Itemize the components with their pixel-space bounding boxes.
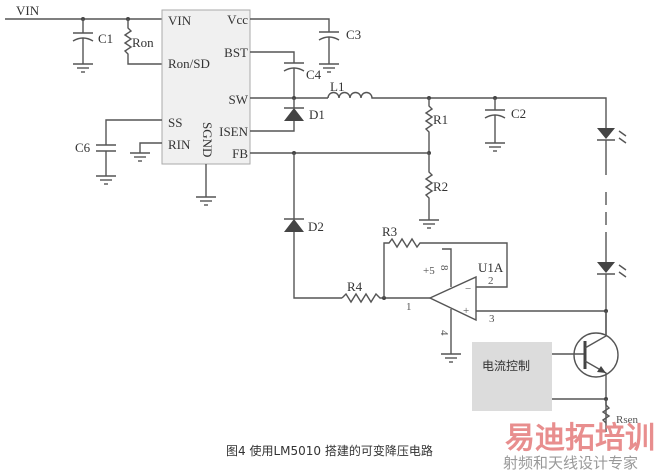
- c1-label: C1: [98, 31, 113, 46]
- led-top: [597, 128, 627, 175]
- r2-label: R2: [433, 179, 448, 194]
- capacitor-c3: [250, 18, 340, 73]
- capacitor-c6: [96, 119, 162, 185]
- ron-label: Ron: [132, 35, 154, 50]
- pin-fb: FB: [232, 146, 248, 161]
- opamp-pin-4: 4: [438, 330, 450, 336]
- opamp-pin-1: 1: [406, 301, 412, 313]
- pin-ss: SS: [168, 115, 182, 130]
- pin-sw: SW: [229, 92, 249, 107]
- pin-vcc: Vcc: [227, 12, 248, 27]
- rin-ground-icon: [130, 142, 162, 162]
- resistor-r4: [341, 292, 430, 304]
- opamp-pin-8: 8: [438, 265, 450, 271]
- pin-bst: BST: [224, 45, 248, 60]
- capacitor-c1: [72, 19, 94, 73]
- sgnd-ground-icon: [196, 164, 216, 206]
- d1-label: D1: [309, 107, 325, 122]
- r1-label: R1: [433, 112, 448, 127]
- u1a-label: U1A: [478, 260, 504, 275]
- lm5010-ic: [161, 9, 251, 165]
- resistor-r2: [419, 153, 439, 229]
- capacitor-c4: [250, 51, 305, 98]
- resistor-rsen: [601, 399, 611, 424]
- led-bottom: [597, 262, 627, 336]
- c2-label: C2: [511, 106, 526, 121]
- resistor-r3: [383, 237, 508, 298]
- pin-rin: RIN: [168, 137, 191, 152]
- c4-label: C4: [306, 67, 322, 82]
- plus5-label: +5: [423, 265, 435, 277]
- r4-label: R4: [347, 279, 363, 294]
- npn-transistor: [552, 311, 619, 432]
- watermark-logo: 易迪拓培训: [505, 421, 655, 456]
- pin-ron-sd: Ron/SD: [168, 56, 210, 71]
- current-control-label: 电流控制: [482, 359, 530, 373]
- opamp-plus-sign: +: [463, 305, 469, 317]
- opamp-minus-sign: −: [465, 283, 471, 295]
- watermark-subtitle: 射频和天线设计专家: [503, 454, 638, 471]
- current-control-block: [472, 342, 552, 411]
- opamp-pin-2: 2: [488, 275, 494, 287]
- d2-label: D2: [308, 219, 324, 234]
- opamp-u1a: [428, 248, 606, 363]
- opamp-pin-3: 3: [489, 313, 495, 325]
- r3-label: R3: [382, 224, 397, 239]
- c3-label: C3: [346, 27, 361, 42]
- capacitor-c2: [484, 98, 506, 152]
- l1-label: L1: [330, 79, 344, 94]
- resistor-ron: [123, 19, 162, 65]
- c6-label: C6: [75, 140, 91, 155]
- pin-sgnd: SGND: [200, 122, 215, 157]
- diode-d1: [250, 98, 304, 132]
- vin-label: VIN: [16, 3, 40, 18]
- resistor-r1: [424, 98, 434, 153]
- rsen-label: Rsen: [616, 414, 639, 426]
- pin-isen: ISEN: [219, 124, 249, 139]
- pin-vin: VIN: [168, 13, 192, 28]
- inductor-l1: [327, 91, 607, 128]
- diode-d2: [284, 153, 342, 299]
- figure-caption: 图4 使用LM5010 搭建的可变降压电路: [226, 444, 433, 458]
